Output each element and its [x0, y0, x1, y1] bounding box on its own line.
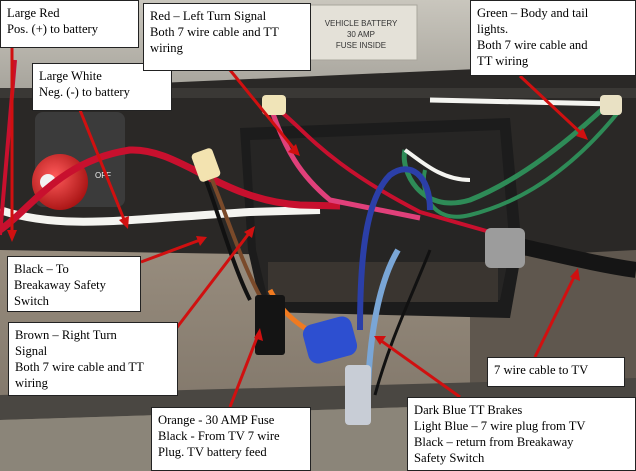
label-green: Green – Body and tail lights. Both 7 wir…: [470, 0, 636, 76]
label-orange-fuse: Orange - 30 AMP Fuse Black - From TV 7 w…: [151, 407, 311, 471]
label-line: Large White: [39, 69, 102, 83]
label-line: Orange - 30 AMP Fuse: [158, 413, 275, 427]
label-line: Both 7 wire cable and TT: [150, 25, 279, 39]
large-red-wire: [0, 146, 341, 233]
label-large-red: Large Red Pos. (+) to battery: [0, 0, 139, 48]
label-seven-wire-cable: 7 wire cable to TV: [487, 357, 625, 387]
label-line: Safety Switch: [414, 451, 485, 465]
arrow-brown-right-turn: [173, 231, 252, 331]
label-line: Plug. TV battery feed: [158, 445, 267, 459]
label-line: Pos. (+) to battery: [7, 22, 99, 36]
white-wire-inner: [403, 148, 471, 182]
label-line: wiring: [150, 41, 183, 55]
arrow-green: [518, 74, 585, 137]
label-line: Large Red: [7, 6, 60, 20]
wire-nut-tan-1: [191, 148, 221, 182]
green-wire-1: [401, 100, 612, 206]
label-line: Both 7 wire cable and: [477, 38, 588, 52]
arrow-black-breakaway: [140, 238, 201, 264]
fuse-placard: [304, 4, 418, 61]
label-line: Brown – Right Turn: [15, 328, 117, 342]
fuse-placard-line-1: VEHICLE BATTERY: [325, 19, 398, 28]
cable-grommet: [485, 228, 525, 268]
label-line: Neg. (-) to battery: [39, 85, 130, 99]
label-line: Both 7 wire cable and TT: [15, 360, 144, 374]
blue-connector: [302, 316, 358, 364]
label-dark-blue-brakes: Dark Blue TT Brakes Light Blue – 7 wire …: [407, 397, 636, 471]
label-line: Switch: [14, 294, 49, 308]
label-line: Light Blue – 7 wire plug from TV: [414, 419, 586, 433]
annotation-arrows: [10, 48, 585, 408]
black-return-wire: [373, 249, 432, 396]
label-brown-right-turn: Brown – Right Turn Signal Both 7 wire ca…: [8, 322, 178, 396]
label-line: Black – return from Breakaway: [414, 435, 574, 449]
light-blue-wire-nut: [345, 365, 371, 425]
switch-off-text: OFF: [95, 171, 111, 180]
label-line: Black – To: [14, 262, 69, 276]
arrow-large-white: [78, 109, 127, 223]
arrow-seven-wire: [533, 274, 577, 358]
frame-top-edge: [0, 88, 636, 98]
label-line: lights.: [477, 22, 509, 36]
brown-wire: [208, 174, 264, 301]
inline-fuse-holder: [255, 295, 285, 355]
wire-nut-tan-2: [262, 95, 286, 115]
dark-blue-brake-wire: [357, 166, 433, 331]
pink-wire: [267, 104, 421, 221]
annotation-arrowheads: [7, 128, 588, 345]
seven-wire-cable: [513, 237, 636, 278]
label-line: Signal: [15, 344, 48, 358]
label-line: 7 wire cable to TV: [494, 363, 589, 377]
wire-nut-tan-3: [600, 95, 622, 115]
label-red-left-turn: Red – Left Turn Signal Both 7 wire cable…: [143, 3, 311, 71]
arrow-dark-blue: [379, 338, 461, 399]
label-line: wiring: [15, 376, 48, 390]
label-line: Dark Blue TT Brakes: [414, 403, 523, 417]
fuse-placard-line-3: FUSE INSIDE: [336, 41, 386, 50]
label-line: Red – Left Turn Signal: [150, 9, 267, 23]
label-line: Breakaway Safety: [14, 278, 106, 292]
large-white-wire: [0, 206, 321, 226]
junction-box-interior: [250, 130, 510, 300]
label-line: TT wiring: [477, 54, 529, 68]
arrow-orange-fuse: [228, 334, 260, 408]
label-line: Green – Body and tail: [477, 6, 589, 20]
label-line: Black - From TV 7 wire: [158, 429, 280, 443]
white-wire-top: [429, 97, 616, 107]
arrow-red-left-turn: [228, 69, 297, 151]
label-large-white: Large White Neg. (-) to battery: [32, 63, 172, 111]
label-black-breakaway: Black – To Breakaway Safety Switch: [7, 256, 141, 312]
fuse-placard-line-2: 30 AMP: [347, 30, 375, 39]
